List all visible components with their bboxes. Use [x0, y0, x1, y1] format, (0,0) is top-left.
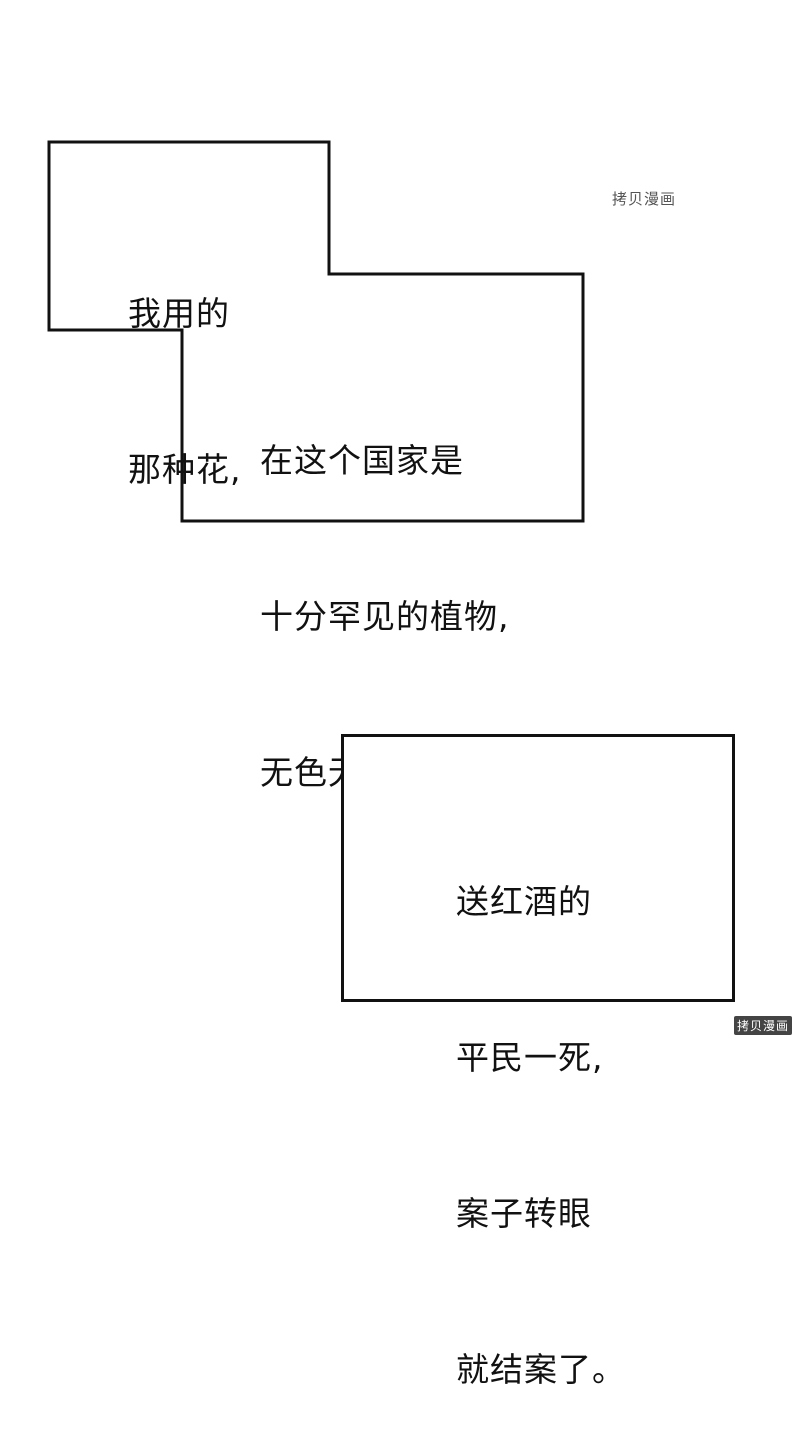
- caption-3-line-2: 平民一死,: [456, 1038, 604, 1077]
- caption-1: 我用的 那种花,: [128, 184, 242, 548]
- stepped-caption-outline: [47, 140, 585, 523]
- caption-3-line-1: 送红酒的: [456, 882, 592, 921]
- caption-2-line-1: 在这个国家是: [260, 441, 464, 480]
- watermark-top: 拷贝漫画: [612, 190, 677, 208]
- watermark-corner: 拷贝漫画: [734, 1016, 793, 1035]
- caption-1-line-2: 那种花,: [128, 450, 242, 489]
- caption-2-line-2: 十分罕见的植物,: [260, 597, 510, 636]
- caption-3-line-3: 案子转眼: [456, 1194, 592, 1233]
- caption-1-line-1: 我用的: [128, 294, 230, 333]
- caption-3: 送红酒的 平民一死, 案子转眼 就结案了。: [456, 772, 626, 1448]
- caption-border-shape: [47, 140, 585, 523]
- caption-3-box: [341, 734, 735, 1002]
- caption-3-line-4: 就结案了。: [456, 1350, 626, 1389]
